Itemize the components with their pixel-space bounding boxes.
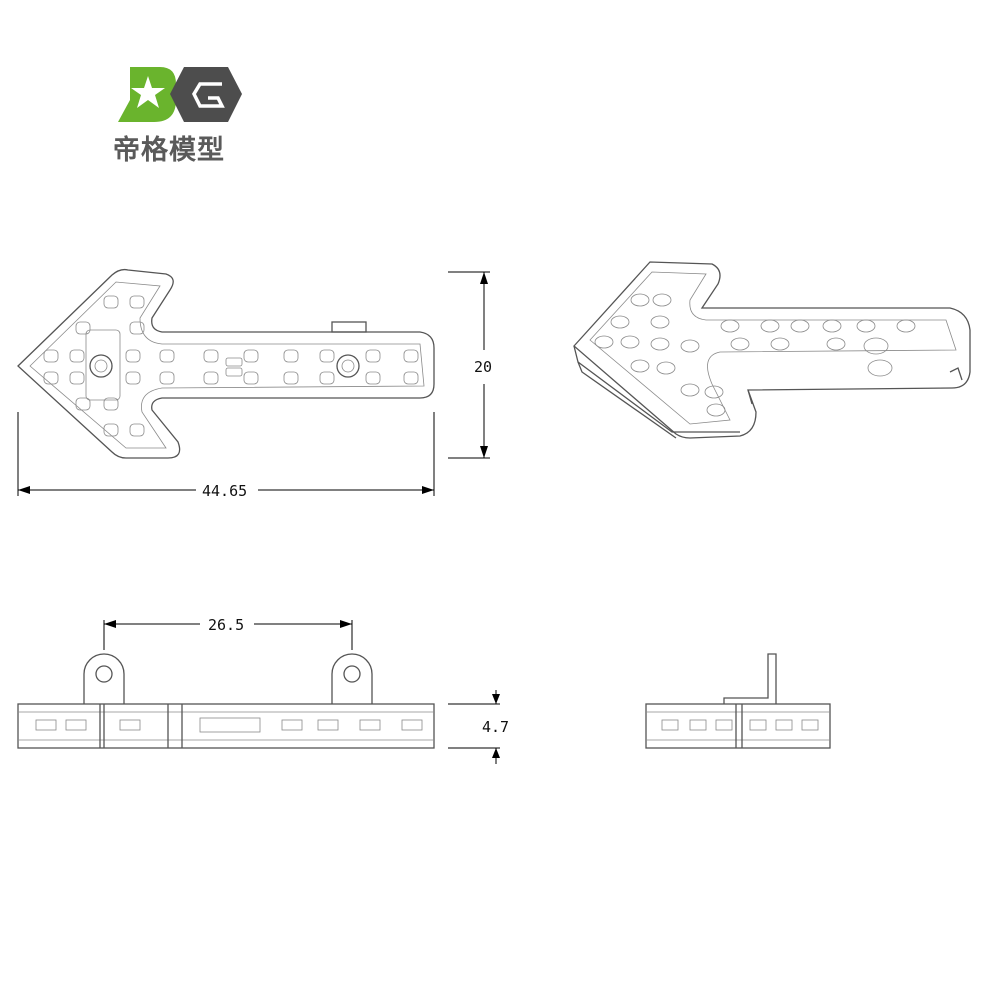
spacing-label: 26.5: [208, 616, 244, 634]
iso-led-pockets: [594, 293, 916, 417]
thickness-label: 4.7: [482, 718, 509, 736]
front-view: [17, 653, 435, 749]
front-led-pockets: [35, 717, 423, 733]
spacing-dimension: 26.5: [103, 616, 353, 650]
height-dimension: 20: [448, 271, 492, 459]
side-view: [645, 653, 831, 749]
logo-mark: [118, 67, 242, 122]
thickness-dimension: 4.7: [448, 690, 509, 764]
side-led-pockets: [661, 719, 819, 731]
led-pockets: [43, 295, 419, 437]
height-label: 20: [474, 358, 492, 376]
brand-logo: [110, 60, 260, 170]
isometric-view: [573, 261, 971, 439]
length-dimension: 44.65: [17, 412, 435, 500]
top-view: [17, 268, 435, 459]
length-label: 44.65: [202, 482, 247, 500]
hexagon-g-icon: [170, 67, 242, 122]
brand-name: 帝格模型: [113, 135, 225, 166]
star-badge-icon: [118, 67, 176, 122]
